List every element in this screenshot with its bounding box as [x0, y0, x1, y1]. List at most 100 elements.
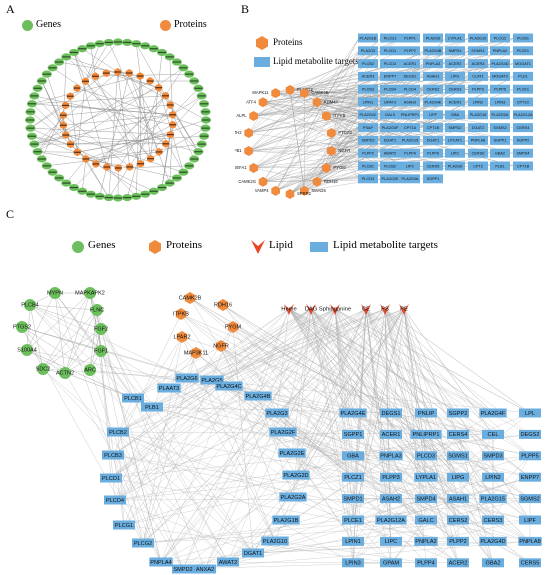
edge	[110, 308, 290, 479]
edge	[288, 308, 459, 499]
target-label: PLCD4	[106, 498, 124, 504]
edge	[99, 72, 130, 197]
target-node	[342, 536, 364, 546]
gene-node-text	[158, 186, 166, 189]
gene-node	[49, 287, 61, 299]
target-node	[490, 84, 510, 94]
protein-node	[244, 146, 253, 156]
target-node	[468, 59, 488, 69]
target-node	[518, 536, 542, 546]
target-label: AWAT2	[219, 560, 237, 566]
target-label: PLA2G5	[426, 36, 440, 40]
edge	[114, 336, 183, 501]
edge	[390, 477, 459, 542]
edge	[248, 89, 291, 134]
protein-node-text	[91, 75, 99, 77]
edge	[34, 87, 159, 145]
edge	[117, 71, 130, 167]
target-label: PLCE1	[517, 49, 529, 53]
target-label: LIPG	[452, 475, 465, 481]
gene-node-text	[202, 119, 210, 121]
edge	[30, 72, 107, 129]
edge	[390, 519, 427, 563]
target-node	[410, 429, 442, 439]
target-node	[358, 148, 378, 158]
edge	[211, 308, 386, 381]
edge	[65, 134, 166, 145]
protein-node-text	[125, 72, 133, 74]
proteins-legend-icon	[256, 36, 268, 50]
protein-node-text	[114, 167, 122, 169]
target-node	[279, 492, 307, 502]
edge	[182, 541, 531, 570]
gene-node-text	[141, 193, 150, 195]
protein-label: MAP3K11	[184, 350, 208, 356]
edge	[182, 308, 290, 570]
target-node	[380, 472, 402, 482]
target-node	[445, 84, 465, 94]
edge	[295, 308, 336, 476]
target-node	[149, 557, 173, 567]
edge	[30, 105, 66, 129]
target-node	[519, 558, 541, 568]
target-node	[423, 123, 443, 133]
protein-node-text	[162, 143, 170, 145]
edge	[352, 519, 392, 563]
target-label: SGPP1	[344, 432, 363, 438]
target-node	[468, 123, 488, 133]
target-label: PLPP3	[472, 88, 484, 92]
proteins-legend-label: Proteins	[166, 239, 203, 251]
target-label: GBA2	[495, 152, 505, 156]
target-node	[358, 71, 378, 81]
gene-label: S100A4	[17, 347, 37, 353]
edge	[257, 395, 531, 456]
lipid-node	[306, 304, 316, 315]
target-label: DEGS1	[382, 411, 401, 417]
gene-node-text	[190, 158, 199, 160]
edge	[29, 304, 91, 371]
edge	[352, 412, 459, 542]
edge	[352, 308, 386, 542]
target-label: PLA2G2E	[280, 451, 305, 457]
target-node	[400, 123, 420, 133]
target-label: PLPP4	[404, 152, 416, 156]
proteins-legend-icon	[160, 20, 171, 31]
target-node	[400, 71, 420, 81]
target-node	[380, 46, 400, 56]
edge	[73, 95, 166, 188]
edge	[288, 308, 427, 499]
target-node	[400, 135, 420, 145]
target-node	[358, 135, 378, 145]
target-node	[380, 174, 400, 184]
edge	[34, 114, 173, 145]
protein-node-text	[136, 75, 144, 77]
target-node	[415, 451, 437, 461]
edge	[65, 105, 173, 115]
edge	[112, 454, 392, 499]
target-node	[482, 429, 504, 439]
edge	[132, 352, 197, 399]
target-node	[400, 59, 420, 69]
genes-legend-icon	[72, 241, 84, 253]
lipid-label: PS	[381, 307, 389, 313]
gene-node-text	[194, 151, 203, 153]
target-label: PLA2G4C	[216, 384, 241, 390]
edge	[289, 89, 305, 191]
edge	[384, 308, 427, 478]
protein-label: CAMK2B	[311, 90, 328, 95]
target-label: DGAT1	[384, 139, 396, 143]
edge	[100, 328, 162, 563]
target-label: LPIN2	[473, 100, 484, 104]
edge	[257, 395, 354, 435]
edge	[232, 326, 392, 414]
target-node	[513, 46, 533, 56]
target-node	[342, 515, 364, 525]
target-label: PLPP4	[417, 561, 434, 567]
target-label: DGAT2	[472, 126, 484, 130]
gene-label: FGF2	[94, 326, 108, 332]
gene-node-text	[37, 80, 46, 82]
target-label: PLA2G15	[402, 139, 418, 143]
target-label: PLCG2	[134, 541, 152, 547]
lipid-node	[284, 304, 294, 315]
